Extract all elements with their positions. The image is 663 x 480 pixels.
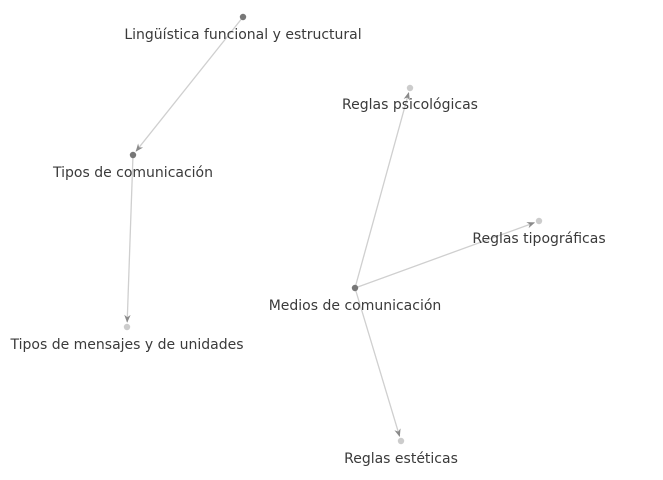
node-label-reglas-tipograficas[interactable]: Reglas tipográficas	[472, 231, 606, 247]
node-group	[123, 13, 543, 445]
edge-n1-n2	[135, 16, 244, 152]
node-dot-n2[interactable]	[129, 151, 137, 159]
edge-group	[124, 16, 536, 437]
node-label-tipos-mensajes[interactable]: Tipos de mensajes y de unidades	[10, 337, 244, 353]
edge-n4-n6	[354, 222, 536, 289]
node-dot-n4[interactable]	[351, 284, 359, 292]
node-dot-n3[interactable]	[123, 323, 131, 331]
node-label-medios-comunicacion[interactable]: Medios de comunicación	[268, 298, 442, 314]
node-label-linguistica[interactable]: Lingüística funcional y estructural	[124, 27, 362, 43]
node-dot-n7[interactable]	[397, 437, 405, 445]
node-label-reglas-psicologicas[interactable]: Reglas psicológicas	[342, 97, 478, 113]
edge-n4-n5	[354, 92, 410, 289]
edge-n2-n3	[124, 154, 134, 323]
node-label-tipos-comunicacion[interactable]: Tipos de comunicación	[53, 165, 213, 181]
edge-n4-n7	[354, 287, 401, 437]
node-dot-n5[interactable]	[406, 84, 414, 92]
node-dot-n6[interactable]	[535, 217, 543, 225]
node-label-reglas-esteticas[interactable]: Reglas estéticas	[344, 451, 458, 467]
node-dot-n1[interactable]	[239, 13, 247, 21]
